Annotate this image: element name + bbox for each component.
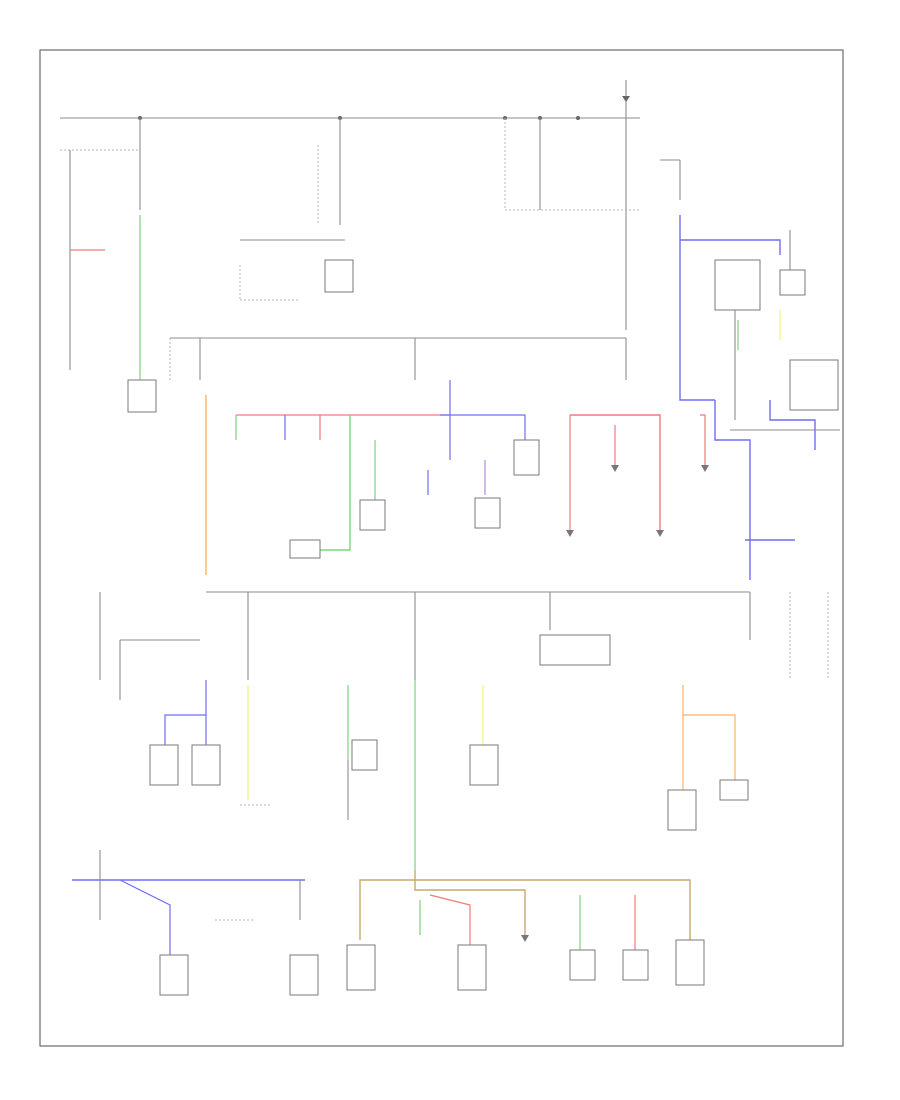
relay-group-right	[504, 118, 681, 330]
bottom-blue-bus	[72, 850, 319, 996]
bottom-ground-bus	[346, 870, 705, 991]
blue-feed-right	[679, 215, 816, 580]
fuse-group-left	[60, 118, 157, 413]
red-fuse-tree	[566, 414, 709, 537]
top-bus	[60, 80, 640, 120]
lower-bus	[99, 591, 829, 700]
lower-components-row1	[149, 680, 499, 870]
diagram-frame	[39, 49, 844, 1047]
middle-distribution	[205, 380, 540, 575]
ignition-switch-bus	[169, 337, 627, 380]
far-right-components	[714, 230, 840, 431]
lower-right-components	[667, 685, 749, 831]
relay-group-center	[239, 118, 354, 301]
